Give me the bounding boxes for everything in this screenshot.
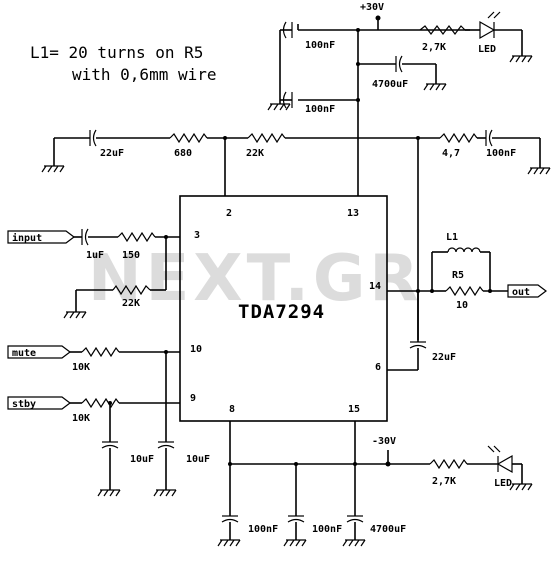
pin-6-label: 6 bbox=[375, 362, 381, 373]
negative-supply-label: -30V bbox=[372, 436, 396, 447]
resistor-2-7k-top-label: 2,7K bbox=[422, 42, 446, 53]
positive-supply-label: +30V bbox=[360, 2, 384, 13]
cap-22uf-bootstrap-label: 22uF bbox=[432, 352, 456, 363]
pin-3-label: 3 bbox=[194, 230, 200, 241]
resistor-4-7-label: 4,7 bbox=[442, 148, 460, 159]
cap-4700uf-top-label: 4700uF bbox=[372, 79, 408, 90]
pin-9-label: 9 bbox=[190, 393, 196, 404]
note-line-1: L1= 20 turns on R5 bbox=[30, 43, 203, 62]
chip-name: TDA7294 bbox=[238, 301, 325, 323]
resistor-680-label: 680 bbox=[174, 148, 192, 159]
cap-4700uf-bottom-label: 4700uF bbox=[370, 524, 406, 535]
cap-100nf-top-b-label: 100nF bbox=[305, 104, 335, 115]
pin-10-label: 10 bbox=[190, 344, 202, 355]
feedback-network: 22uF 680 22K 4,7 100nF bbox=[41, 129, 551, 340]
resistor-2-7k-bottom-label: 2,7K bbox=[432, 476, 456, 487]
cap-100nf-top-a-label: 100nF bbox=[305, 40, 335, 51]
input-port[interactable]: input bbox=[7, 230, 75, 244]
tda7294-chip bbox=[179, 195, 388, 422]
cap-22uf-feedback-label: 22uF bbox=[100, 148, 124, 159]
output-port[interactable]: out bbox=[507, 284, 547, 298]
pin-2-label: 2 bbox=[226, 208, 232, 219]
mute-port[interactable]: mute bbox=[7, 345, 71, 359]
pin-15-label: 15 bbox=[348, 404, 360, 415]
svg-text:mute: mute bbox=[12, 348, 36, 359]
pin-8-label: 8 bbox=[229, 404, 235, 415]
input-stage: input 1uF 150 22K bbox=[7, 228, 180, 319]
cap-100nf-bottom-a-label: 100nF bbox=[248, 524, 278, 535]
standby-port[interactable]: stby bbox=[7, 396, 71, 410]
positive-supply-net: +30V 100nF 100nF bbox=[267, 2, 533, 196]
resistor-r5-label: R5 bbox=[452, 270, 464, 281]
cap-100nf-bottom-b-label: 100nF bbox=[312, 524, 342, 535]
watermark: NEXT.GR bbox=[88, 242, 423, 316]
resistor-22k-feedback-label: 22K bbox=[246, 148, 264, 159]
pin-14-label: 14 bbox=[369, 281, 381, 292]
cap-1uf-input-label: 1uF bbox=[86, 250, 104, 261]
svg-text:stby: stby bbox=[12, 399, 36, 410]
cap-100nf-output-label: 100nF bbox=[486, 148, 516, 159]
resistor-10-output-label: 10 bbox=[456, 300, 468, 311]
svg-text:input: input bbox=[12, 232, 42, 244]
resistor-10k-stby-label: 10K bbox=[72, 413, 90, 424]
cap-10uf-stby-label: 10uF bbox=[130, 454, 154, 465]
mute-standby-network: mute 10K stby 10K 10uF bbox=[7, 345, 210, 497]
resistor-22k-input-label: 22K bbox=[122, 298, 140, 309]
output-stage: L1 R5 10 out 22uF bbox=[387, 232, 547, 371]
pin-13-label: 13 bbox=[347, 208, 359, 219]
resistor-150-label: 150 bbox=[122, 250, 140, 261]
negative-supply-net: -30V 100nF 100nF bbox=[217, 421, 533, 547]
note-line-2: with 0,6mm wire bbox=[72, 65, 217, 84]
inductor-l1-label: L1 bbox=[446, 232, 458, 243]
led-bottom-label: LED bbox=[494, 478, 512, 489]
svg-text:out: out bbox=[512, 287, 530, 298]
resistor-10k-mute-label: 10K bbox=[72, 362, 90, 373]
cap-10uf-mute-label: 10uF bbox=[186, 454, 210, 465]
led-top-label: LED bbox=[478, 44, 496, 55]
